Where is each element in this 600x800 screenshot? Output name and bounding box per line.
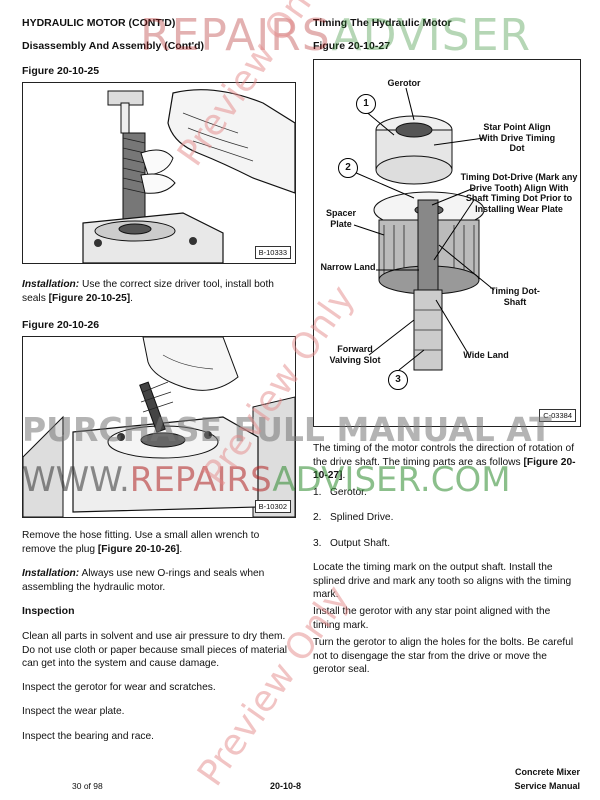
- timing-list-item-3: 3. Output Shaft.: [313, 538, 391, 549]
- figure-20-10-25: B-10333: [22, 82, 296, 264]
- figure-20-10-26: B-10302: [22, 336, 296, 518]
- remove-hose-fitting-text: Remove the hose fitting. Use a small all…: [22, 530, 260, 555]
- footer-manual: Service Manual: [514, 781, 580, 791]
- footer-page-count: 30 of 98: [72, 781, 103, 791]
- timing-heading: Timing The Hydraulic Motor: [313, 17, 452, 29]
- turn-gerotor-text: Turn the gerotor to align the holes for …: [313, 637, 574, 675]
- inspection-heading: Inspection: [22, 605, 75, 617]
- figure-label-27: Figure 20-10-27: [313, 40, 391, 52]
- figure-label-26: Figure 20-10-26: [22, 319, 100, 331]
- inspection-wearplate-text: Inspect the wear plate.: [22, 706, 125, 717]
- installation-note-seals: Installation: Use the correct size drive…: [22, 279, 274, 304]
- section-subtitle: Disassembly And Assembly (Cont'd): [22, 40, 205, 52]
- callout-number-1: 1: [356, 94, 376, 114]
- timing-intro-text: The timing of the motor controls the dir…: [313, 443, 576, 481]
- callout-number-2: 2: [338, 158, 358, 178]
- footer-page-number: 20-10-8: [270, 781, 302, 791]
- allen-wrench-illustration: [23, 337, 295, 517]
- footer-product: Concrete Mixer: [514, 767, 580, 777]
- callout-number-3: 3: [388, 370, 408, 390]
- installation-note-orings: Installation: Always use new O-rings and…: [22, 568, 265, 593]
- locate-timing-mark-text: Locate the timing mark on the output sha…: [313, 562, 572, 600]
- callout-wide-land: Wide Land: [463, 350, 509, 360]
- figure-id-c03384: C-03384: [539, 409, 576, 422]
- inspection-gerotor-text: Inspect the gerotor for wear and scratch…: [22, 682, 216, 693]
- callout-timing-dot-drive: Timing Dot-Drive (Mark any Drive Tooth) …: [460, 172, 578, 214]
- page-title: HYDRAULIC MOTOR (CONT'D): [22, 17, 176, 29]
- callout-narrow-land: Narrow Land: [320, 262, 376, 272]
- figure-id-b10302: B-10302: [254, 500, 291, 513]
- driver-tool-illustration: [82, 89, 295, 263]
- callout-spacer-plate: Spacer Plate: [325, 208, 357, 229]
- callout-timing-dot-shaft: Timing Dot-Shaft: [490, 286, 540, 307]
- exploded-motor-illustration: [353, 87, 495, 371]
- figure-20-10-27: Gerotor Star Point Align With Drive Timi…: [313, 59, 581, 427]
- callout-gerotor: Gerotor: [387, 78, 421, 88]
- callout-star-point: Star Point Align With Drive Timing Dot: [478, 122, 556, 153]
- callout-forward-valving-slot: Forward Valving Slot: [329, 344, 381, 365]
- timing-list-item-2: 2. Splined Drive.: [313, 512, 394, 523]
- inspection-bearing-text: Inspect the bearing and race.: [22, 731, 154, 742]
- figure-id-b10333: B-10333: [254, 246, 291, 259]
- timing-list-item-1: 1. Gerotor.: [313, 487, 367, 498]
- figure-label-25: Figure 20-10-25: [22, 65, 100, 77]
- inspection-clean-text: Clean all parts in solvent and use air p…: [22, 631, 288, 669]
- install-gerotor-text: Install the gerotor with any star point …: [313, 606, 551, 631]
